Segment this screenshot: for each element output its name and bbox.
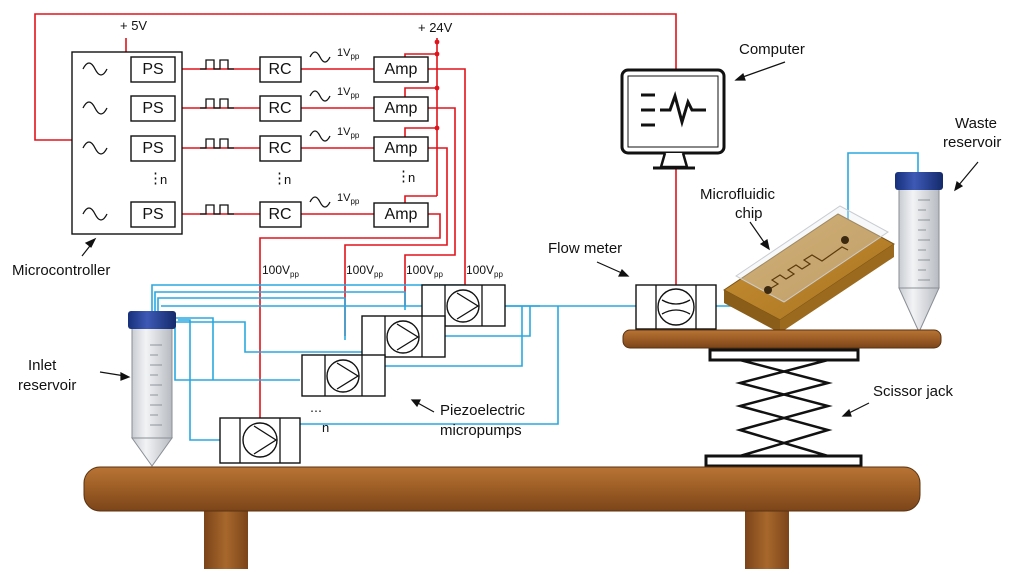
- svg-text:100Vpp: 100Vpp: [466, 263, 503, 279]
- power-wiring: [34, 13, 677, 418]
- amp-count: n: [408, 170, 415, 185]
- table: [83, 466, 921, 569]
- piezo-label-line1: Piezoelectric: [440, 402, 526, 419]
- amp-label: Amp: [385, 140, 418, 157]
- rc-block-n: RC: [259, 201, 302, 228]
- ps-count: n: [160, 172, 167, 187]
- svg-text:1Vpp: 1Vpp: [337, 86, 360, 100]
- ps-ellipsis: ⋮: [148, 170, 163, 187]
- pump-3: [301, 354, 386, 397]
- rc-count: n: [284, 172, 291, 187]
- amp-label: Amp: [385, 61, 418, 78]
- ps-label: PS: [142, 61, 163, 78]
- jack-platform: [622, 329, 942, 349]
- svg-text:1Vpp: 1Vpp: [337, 47, 360, 61]
- chip-label-line2: chip: [735, 205, 763, 222]
- ps-label: PS: [142, 140, 163, 157]
- inlet-label-line2: reservoir: [18, 377, 76, 394]
- rc-block-1: RC: [259, 56, 302, 83]
- inlet-reservoir: [128, 311, 176, 467]
- ps-block-n: PS: [130, 201, 176, 228]
- svg-text:100Vpp: 100Vpp: [406, 263, 443, 279]
- microcontroller-label: Microcontroller: [12, 262, 110, 279]
- pointer-arrows: [81, 61, 979, 417]
- voltage-100vpp-labels: 100Vpp 100Vpp 100Vpp 100Vpp: [262, 263, 503, 279]
- pump-1: [421, 284, 506, 327]
- amp-ellipsis: ⋮: [396, 168, 411, 185]
- ps-label: PS: [142, 100, 163, 117]
- rc-blocks: RC RC RC RC ⋮ n: [259, 56, 302, 228]
- inlet-label-line1: Inlet: [28, 357, 57, 374]
- pump-count: n: [322, 420, 329, 435]
- pump-2: [361, 315, 446, 358]
- computer-label: Computer: [739, 41, 805, 58]
- waste-label-line2: reservoir: [943, 134, 1001, 151]
- ps-block-2: PS: [130, 95, 176, 122]
- amp-block-n: Amp: [373, 202, 429, 228]
- svg-text:100Vpp: 100Vpp: [262, 263, 299, 279]
- rc-label: RC: [268, 206, 291, 223]
- amp-block-2: Amp: [373, 96, 429, 122]
- waste-reservoir: [895, 172, 943, 334]
- svg-text:100Vpp: 100Vpp: [346, 263, 383, 279]
- ps-block-3: PS: [130, 135, 176, 162]
- microfluidic-chip: [723, 205, 895, 333]
- pump-n: [219, 417, 301, 464]
- voltage-1vpp-labels: 1Vpp 1Vpp 1Vpp 1Vpp: [309, 47, 360, 208]
- amp-blocks: Amp Amp Amp Amp ⋮ n: [373, 56, 429, 228]
- chip-label-line1: Microfluidic: [700, 186, 776, 203]
- scissor-jack-label: Scissor jack: [873, 383, 954, 400]
- rc-label: RC: [268, 100, 291, 117]
- pulse-symbols: [200, 59, 234, 215]
- rc-block-2: RC: [259, 95, 302, 122]
- amp-block-1: Amp: [373, 56, 429, 83]
- flow-meter-label: Flow meter: [548, 240, 622, 257]
- waste-label-line1: Waste: [955, 115, 997, 132]
- flow-meter: [635, 284, 717, 330]
- piezo-label-line2: micropumps: [440, 422, 522, 439]
- plus24v-label: + 24V: [418, 20, 453, 35]
- rc-label: RC: [268, 61, 291, 78]
- piezo-pumps: ⋯ n: [219, 284, 506, 464]
- ps-block-1: PS: [130, 56, 176, 83]
- amp-label: Amp: [385, 100, 418, 117]
- amp-block-3: Amp: [373, 136, 429, 162]
- rc-label: RC: [268, 140, 291, 157]
- rc-block-3: RC: [259, 135, 302, 162]
- computer: [620, 68, 726, 170]
- sine-symbols: [82, 62, 108, 221]
- scissor-jack: [704, 348, 863, 468]
- ps-label: PS: [142, 206, 163, 223]
- microcontroller: PS PS PS PS ⋮ n: [71, 51, 183, 235]
- rc-ellipsis: ⋮: [272, 170, 287, 187]
- pump-ellipsis: ⋯: [310, 404, 322, 418]
- svg-text:1Vpp: 1Vpp: [337, 126, 360, 140]
- plus5v-label: + 5V: [120, 18, 147, 33]
- svg-text:1Vpp: 1Vpp: [337, 192, 360, 206]
- wire-junctions: [434, 39, 440, 131]
- amp-label: Amp: [385, 206, 418, 223]
